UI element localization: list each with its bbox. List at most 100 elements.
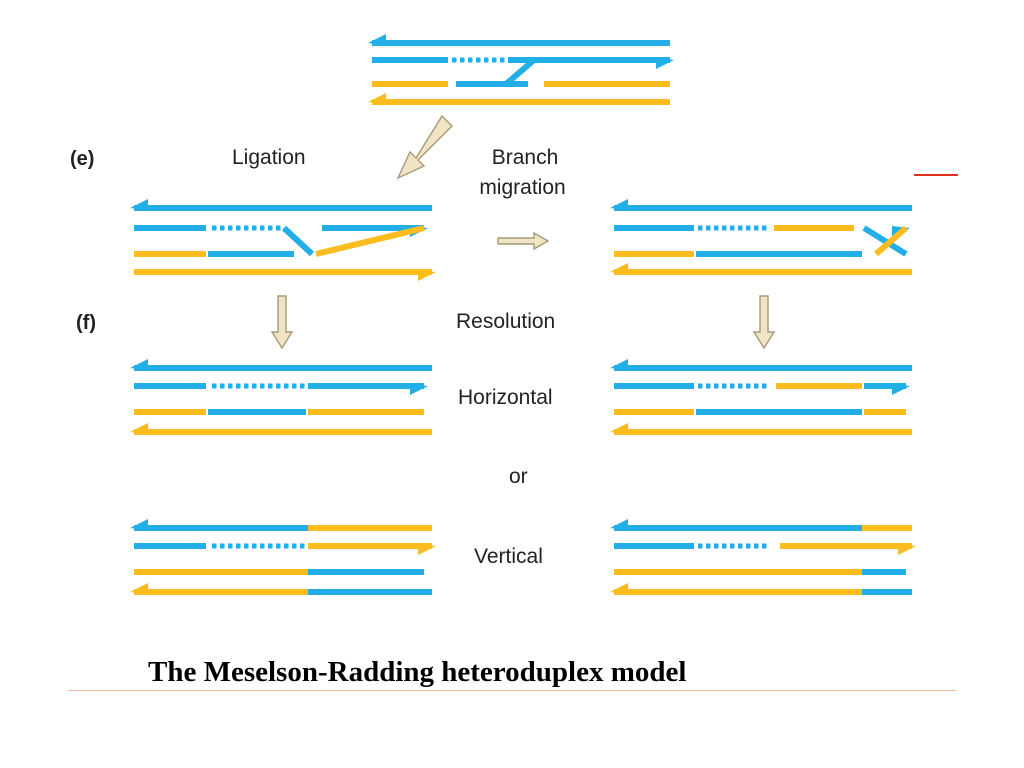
- vertical-label: Vertical: [474, 545, 543, 568]
- strand-segment: [372, 81, 448, 87]
- strand-segment: [134, 225, 206, 231]
- gap-dot: [746, 225, 751, 231]
- horizontal-right: [610, 359, 912, 435]
- top-strand: [368, 34, 670, 46]
- gap-dotted-segment: [698, 383, 767, 389]
- third-strand: [134, 225, 425, 257]
- panel-e-label: (e): [70, 148, 95, 170]
- gap-dot: [468, 57, 473, 63]
- strand-arrowhead: [610, 423, 628, 434]
- gap-dot: [260, 383, 265, 389]
- gap-dot: [292, 383, 297, 389]
- corner-accent-mark: [914, 174, 958, 176]
- gap-dot: [268, 543, 273, 549]
- bottom-strand: [368, 93, 670, 105]
- strand-segment: [614, 251, 694, 257]
- strand-arrowhead: [368, 93, 386, 104]
- crossover-segment: [862, 225, 908, 257]
- gap-dot: [714, 225, 719, 231]
- gap-dot: [706, 225, 711, 231]
- strand-segment: [208, 409, 306, 415]
- gap-dot: [276, 543, 281, 549]
- gap-dot: [244, 225, 249, 231]
- strand-arrowhead: [418, 270, 436, 281]
- ligation-label: Ligation: [232, 146, 306, 169]
- strand-segment: [614, 383, 694, 389]
- branch-migrated-holliday: [610, 199, 912, 275]
- strand-segment: [614, 205, 912, 211]
- strand-arrowhead: [610, 199, 628, 210]
- gap-dot: [220, 383, 225, 389]
- migration-label: migration: [479, 176, 566, 199]
- strand-segment: [774, 225, 854, 231]
- down-arrow-left-icon: [270, 295, 294, 350]
- gap-dot: [706, 543, 711, 549]
- strand-segment: [614, 429, 912, 435]
- gap-dot: [236, 383, 241, 389]
- strand-segment: [614, 589, 862, 595]
- gap-dot: [212, 225, 217, 231]
- gap-dot: [292, 543, 297, 549]
- strand-arrowhead: [130, 583, 148, 594]
- gap-dot: [276, 225, 281, 231]
- gap-dotted-segment: [212, 383, 305, 389]
- strand-segment: [614, 365, 912, 371]
- gap-dot: [300, 383, 305, 389]
- bottom-strand: [130, 423, 432, 435]
- strand-segment: [372, 99, 670, 105]
- diagonal-arrow-icon: [396, 114, 453, 180]
- strand-segment: [614, 525, 862, 531]
- strand-arrowhead: [368, 34, 386, 45]
- horizontal-left: [130, 359, 432, 435]
- strand-segment: [308, 383, 424, 389]
- caption-divider: [68, 690, 956, 691]
- gap-dot: [722, 543, 727, 549]
- vertical-right: [610, 519, 916, 595]
- second-strand: [614, 383, 910, 395]
- gap-dot: [460, 57, 465, 63]
- gap-dot: [738, 225, 743, 231]
- strand-arrowhead: [418, 544, 436, 555]
- gap-dot: [738, 383, 743, 389]
- gap-dot: [220, 543, 225, 549]
- strand-segment: [508, 57, 670, 63]
- gap-dotted-segment: [212, 225, 281, 231]
- strand-segment: [456, 81, 528, 87]
- strand-arrowhead: [656, 58, 674, 69]
- bottom-strand: [610, 423, 912, 435]
- top-strand: [130, 199, 432, 211]
- gap-dot: [500, 57, 505, 63]
- gap-dot: [268, 383, 273, 389]
- gap-dotted-segment: [698, 225, 767, 231]
- gap-dot: [476, 57, 481, 63]
- gap-dot: [714, 543, 719, 549]
- second-strand: [614, 225, 910, 257]
- strand-segment: [864, 409, 906, 415]
- gap-dot: [260, 225, 265, 231]
- crossover-segment: [874, 225, 908, 257]
- gap-dot: [268, 225, 273, 231]
- strand-arrowhead: [610, 583, 628, 594]
- gap-dot: [762, 225, 767, 231]
- vertical-left: [130, 519, 436, 595]
- bottom-strand: [610, 583, 912, 595]
- gap-dot: [706, 383, 711, 389]
- gap-dot: [698, 543, 703, 549]
- strand-segment: [134, 383, 206, 389]
- strand-segment: [134, 269, 432, 275]
- gap-dot: [746, 543, 751, 549]
- strand-arrowhead: [610, 263, 628, 274]
- strand-arrowhead: [410, 384, 428, 395]
- third-strand: [614, 409, 906, 415]
- strand-segment: [308, 543, 432, 549]
- gap-dot: [754, 225, 759, 231]
- gap-dotted-segment: [698, 543, 767, 549]
- gap-dot: [722, 225, 727, 231]
- strand-segment: [134, 365, 432, 371]
- gap-dot: [260, 543, 265, 549]
- top-strand: [610, 519, 912, 531]
- strand-arrowhead: [610, 359, 628, 370]
- strand-arrowhead: [130, 359, 148, 370]
- strand-segment: [862, 569, 906, 575]
